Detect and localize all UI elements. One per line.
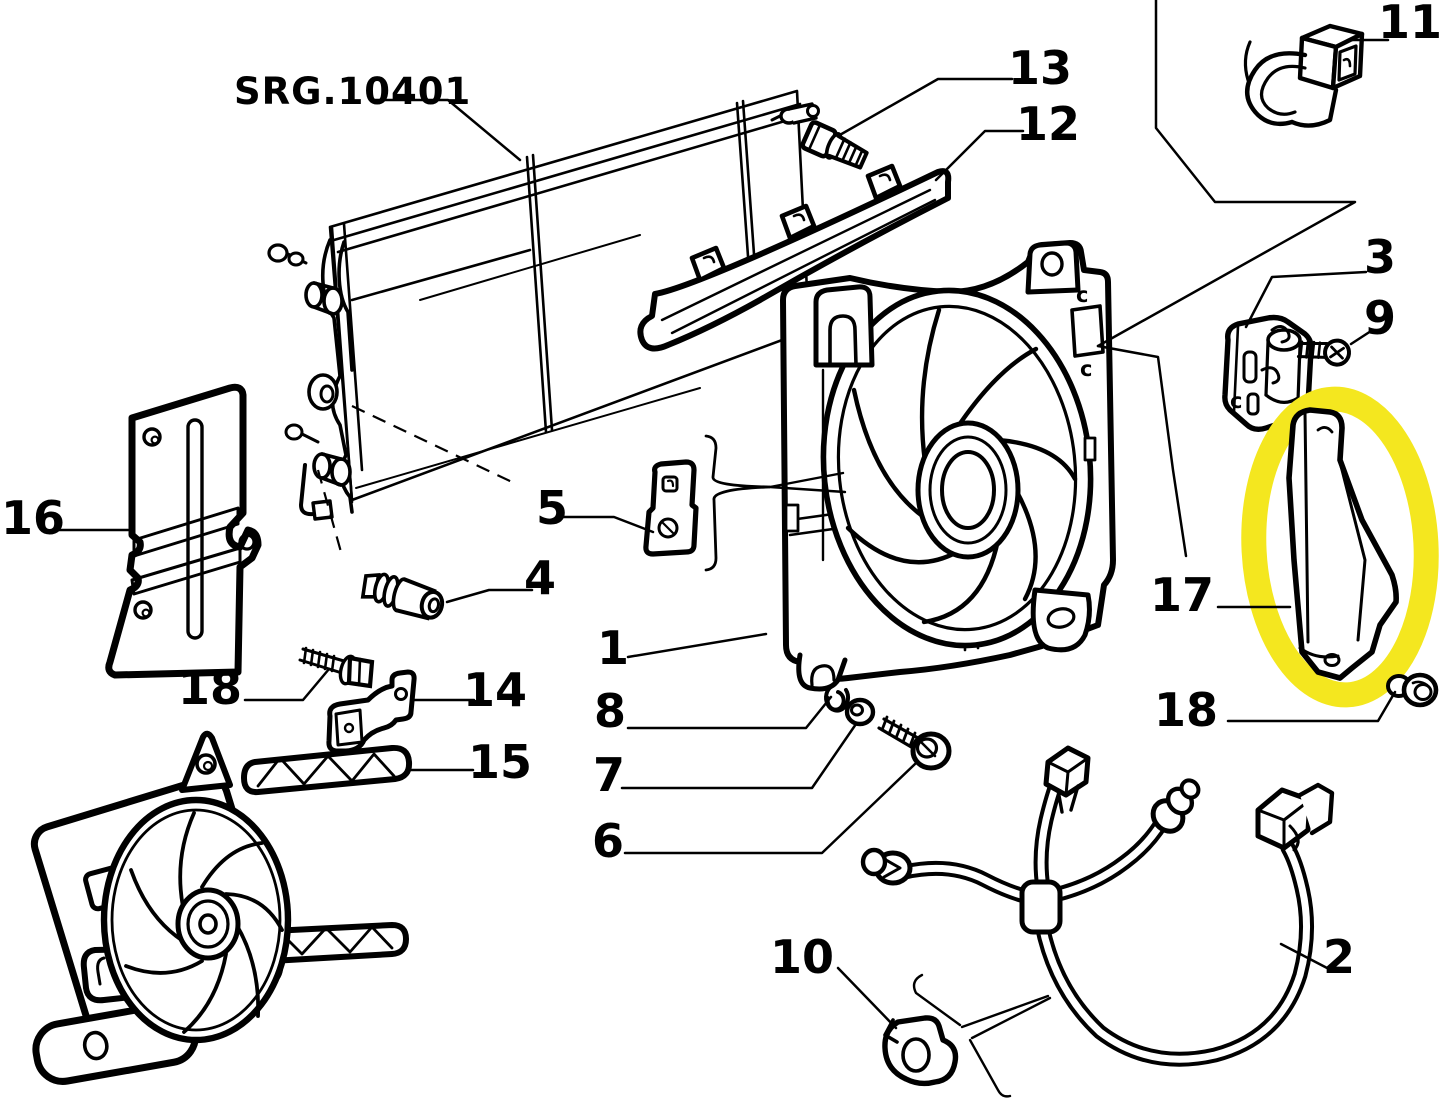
callout-13: 13 (1008, 41, 1072, 95)
leader-1 (626, 632, 768, 659)
fan-shroud-part1 (780, 240, 1116, 692)
callout-7: 7 (593, 748, 625, 802)
callout-8: 8 (594, 684, 626, 738)
callout-10: 10 (770, 930, 834, 984)
washer-part7 (844, 697, 876, 727)
callout-14: 14 (463, 663, 527, 717)
leader-6 (623, 762, 917, 855)
callout-1: 1 (597, 621, 629, 675)
screw-part18-left (298, 646, 375, 689)
mount-block-c-mark: c (1230, 389, 1242, 413)
callout-12: 12 (1016, 97, 1080, 151)
leader-lines (53, 0, 1397, 1030)
callout-18-right: 18 (1154, 683, 1218, 737)
callout-18-left: 18 (178, 661, 242, 715)
leader-13 (836, 77, 1014, 138)
callout-srg: SRG.10401 (234, 70, 471, 113)
leader-2 (1279, 942, 1331, 971)
leader-4 (445, 588, 534, 604)
wiring-harness-part2 (860, 745, 1335, 1067)
bolt-part13 (800, 120, 869, 170)
clip-bracket-part5 (643, 459, 699, 557)
hose-clamp-part11 (1243, 23, 1365, 128)
callout-11: 11 (1378, 0, 1442, 49)
leader-3 (1244, 270, 1368, 329)
flange-bolt-part6 (877, 715, 952, 771)
leader-srg (373, 98, 522, 162)
leader-sticker-down (1096, 344, 1188, 558)
callout-6: 6 (592, 814, 624, 868)
fastener-part18-right (1386, 672, 1439, 708)
fan-motor-assembly-part15 (30, 730, 413, 1085)
drain-plug-part4 (360, 572, 445, 621)
leader-top-cropped (1096, 0, 1357, 348)
callout-9: 9 (1364, 291, 1396, 345)
shroud-c-mark-upper: c (1076, 283, 1088, 307)
callout-2: 2 (1323, 930, 1355, 984)
push-nut-part8 (824, 684, 851, 713)
callout-16: 16 (1, 491, 65, 545)
radiator-left-mount-bracket (267, 238, 354, 521)
side-cover-part17 (1286, 407, 1399, 681)
leader-10 (836, 966, 898, 1030)
leader-18-left (243, 667, 331, 702)
callout-3: 3 (1364, 230, 1396, 284)
highlight-circle (1241, 386, 1439, 708)
callout-15: 15 (468, 735, 532, 789)
upper-trim-bracket-part12 (637, 163, 952, 352)
clip10-pointer (912, 973, 1052, 1098)
part5-brace (704, 434, 847, 572)
callout-4: 4 (524, 551, 556, 605)
side-panel-part16 (105, 383, 262, 679)
leader-18-right (1226, 690, 1397, 723)
leader-7 (620, 722, 858, 790)
cable-clip-part10 (882, 1015, 959, 1087)
projection-dashed-lines (316, 405, 513, 553)
callout-labels: SRG.10401 13 12 11 3 9 17 18 16 5 4 1 18… (1, 0, 1442, 984)
screw-part9 (1296, 338, 1352, 367)
callout-17: 17 (1150, 568, 1214, 622)
leader-9 (1349, 329, 1373, 346)
callout-5: 5 (536, 481, 568, 535)
leader-12 (934, 129, 1025, 182)
leader-5 (558, 515, 655, 534)
leader-8 (626, 695, 833, 730)
shroud-c-mark-lower: c (1080, 357, 1092, 381)
